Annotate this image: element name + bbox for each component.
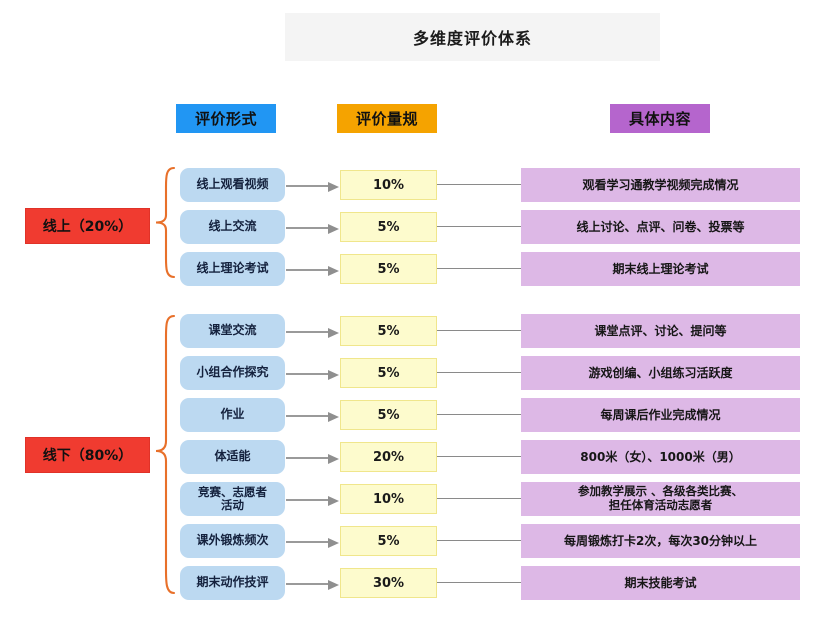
arrow-shaft <box>286 499 330 501</box>
arrow-shaft <box>286 269 330 271</box>
weight-percentage-box[interactable]: 5% <box>340 254 437 284</box>
detail-box[interactable]: 课堂点评、讨论、提问等 <box>521 314 800 348</box>
arrow-head <box>328 224 339 234</box>
arrow-right-icon <box>286 224 340 234</box>
evaluation-row: 竞赛、志愿者活动 10% 参加教学展示 、各级各类比赛、担任体育活动志愿者 <box>0 482 822 516</box>
connector-line <box>437 582 521 584</box>
arrow-head <box>328 370 339 380</box>
arrow-head <box>328 580 339 590</box>
arrow-head <box>328 266 339 276</box>
form-box[interactable]: 线上交流 <box>180 210 285 244</box>
weight-percentage-box[interactable]: 30% <box>340 568 437 598</box>
arrow-shaft <box>286 185 330 187</box>
arrow-right-icon <box>286 370 340 380</box>
arrow-right-icon <box>286 412 340 422</box>
detail-box[interactable]: 参加教学展示 、各级各类比赛、担任体育活动志愿者 <box>521 482 800 516</box>
weight-percentage-box[interactable]: 5% <box>340 212 437 242</box>
evaluation-row: 线上理论考试 5% 期末线上理论考试 <box>0 252 822 286</box>
brace-offline <box>148 313 176 596</box>
arrow-right-icon <box>286 182 340 192</box>
arrow-shaft <box>286 373 330 375</box>
detail-box[interactable]: 每周锻炼打卡2次，每次30分钟以上 <box>521 524 800 558</box>
connector-line <box>437 540 521 542</box>
form-box[interactable]: 小组合作探究 <box>180 356 285 390</box>
connector-line <box>437 184 521 186</box>
arrow-head <box>328 328 339 338</box>
detail-box[interactable]: 观看学习通教学视频完成情况 <box>521 168 800 202</box>
connector-line <box>437 498 521 500</box>
form-box[interactable]: 竞赛、志愿者活动 <box>180 482 285 516</box>
form-box[interactable]: 课堂交流 <box>180 314 285 348</box>
weight-percentage-box[interactable]: 5% <box>340 316 437 346</box>
weight-percentage-box[interactable]: 5% <box>340 400 437 430</box>
evaluation-row: 课外锻炼频次 5% 每周锻炼打卡2次，每次30分钟以上 <box>0 524 822 558</box>
column-header-detail: 具体内容 <box>610 104 710 133</box>
arrow-head <box>328 412 339 422</box>
detail-box[interactable]: 线上讨论、点评、问卷、投票等 <box>521 210 800 244</box>
connector-line <box>437 330 521 332</box>
diagram-title-bar: 多维度评价体系 <box>285 13 660 61</box>
form-box[interactable]: 课外锻炼频次 <box>180 524 285 558</box>
arrow-shaft <box>286 457 330 459</box>
form-box[interactable]: 体适能 <box>180 440 285 474</box>
detail-box[interactable]: 期末线上理论考试 <box>521 252 800 286</box>
detail-box[interactable]: 期末技能考试 <box>521 566 800 600</box>
weight-percentage-box[interactable]: 10% <box>340 170 437 200</box>
arrow-shaft <box>286 541 330 543</box>
arrow-right-icon <box>286 580 340 590</box>
arrow-shaft <box>286 583 330 585</box>
evaluation-row: 体适能 20% 800米（女）、1000米（男） <box>0 440 822 474</box>
page-title: 多维度评价体系 <box>412 29 532 48</box>
arrow-head <box>328 496 339 506</box>
arrow-head <box>328 182 339 192</box>
connector-line <box>437 268 521 270</box>
evaluation-row: 作业 5% 每周课后作业完成情况 <box>0 398 822 432</box>
evaluation-row: 课堂交流 5% 课堂点评、讨论、提问等 <box>0 314 822 348</box>
arrow-right-icon <box>286 266 340 276</box>
arrow-shaft <box>286 331 330 333</box>
evaluation-row: 线上观看视频 10% 观看学习通教学视频完成情况 <box>0 168 822 202</box>
arrow-shaft <box>286 227 330 229</box>
detail-box[interactable]: 每周课后作业完成情况 <box>521 398 800 432</box>
weight-percentage-box[interactable]: 20% <box>340 442 437 472</box>
group-label-online: 线上（20%） <box>25 208 150 244</box>
connector-line <box>437 414 521 416</box>
arrow-right-icon <box>286 328 340 338</box>
evaluation-row: 期末动作技评 30% 期末技能考试 <box>0 566 822 600</box>
column-header-form: 评价形式 <box>176 104 276 133</box>
evaluation-row: 线上交流 5% 线上讨论、点评、问卷、投票等 <box>0 210 822 244</box>
form-box[interactable]: 线上观看视频 <box>180 168 285 202</box>
arrow-right-icon <box>286 454 340 464</box>
connector-line <box>437 456 521 458</box>
form-box[interactable]: 期末动作技评 <box>180 566 285 600</box>
connector-line <box>437 372 521 374</box>
evaluation-row: 小组合作探究 5% 游戏创编、小组练习活跃度 <box>0 356 822 390</box>
arrow-right-icon <box>286 496 340 506</box>
arrow-head <box>328 538 339 548</box>
form-box[interactable]: 作业 <box>180 398 285 432</box>
detail-box[interactable]: 游戏创编、小组练习活跃度 <box>521 356 800 390</box>
brace-online <box>148 165 176 280</box>
weight-percentage-box[interactable]: 5% <box>340 358 437 388</box>
arrow-head <box>328 454 339 464</box>
weight-percentage-box[interactable]: 10% <box>340 484 437 514</box>
group-label-offline: 线下（80%） <box>25 437 150 473</box>
connector-line <box>437 226 521 228</box>
weight-percentage-box[interactable]: 5% <box>340 526 437 556</box>
column-header-rubric: 评价量规 <box>337 104 437 133</box>
form-box[interactable]: 线上理论考试 <box>180 252 285 286</box>
arrow-shaft <box>286 415 330 417</box>
arrow-right-icon <box>286 538 340 548</box>
detail-box[interactable]: 800米（女）、1000米（男） <box>521 440 800 474</box>
